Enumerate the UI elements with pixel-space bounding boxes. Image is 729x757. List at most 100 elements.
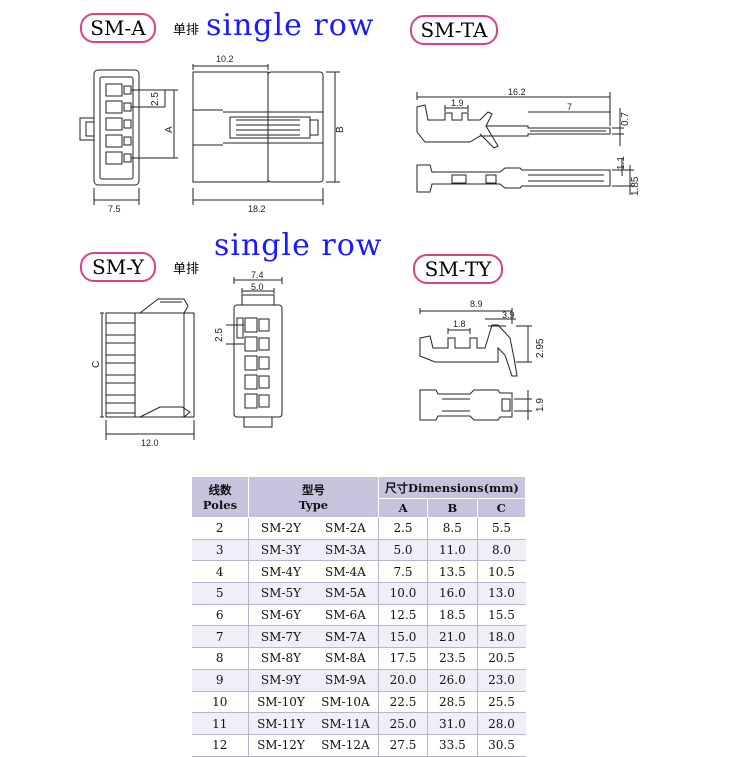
table-cell-a-type: SM-8A xyxy=(312,647,379,670)
dim-smty-18: 1.8 xyxy=(453,319,466,329)
col-b-header: B xyxy=(427,498,478,518)
table-cell-b: 8.5 xyxy=(427,517,478,540)
table-cell-poles: 3 xyxy=(191,539,249,562)
dim-sma-pitch: 2.5 xyxy=(150,92,161,106)
col-type-header: 型号 Type xyxy=(248,476,379,518)
sm-y-label: SM-Y xyxy=(80,252,156,282)
table-cell-a: 27.5 xyxy=(378,734,429,757)
table-cell-b: 28.5 xyxy=(427,691,478,714)
table-cell-a: 7.5 xyxy=(378,560,429,584)
table-cell-poles: 12 xyxy=(191,734,249,757)
table-cell-c: 5.5 xyxy=(477,517,526,540)
table-cell-poles: 5 xyxy=(191,582,249,605)
table-cell-a: 17.5 xyxy=(378,647,429,670)
table-cell-c: 18.0 xyxy=(477,625,526,649)
dim-smy-12: 12.0 xyxy=(141,438,159,448)
table-cell-c: 15.5 xyxy=(477,604,526,627)
table-cell-a-type: SM-10A xyxy=(312,691,379,714)
table-cell-y: SM-4Y xyxy=(248,560,313,584)
sm-ta-label: SM-TA xyxy=(410,15,498,45)
col-poles-header: 线数 Poles xyxy=(191,476,249,518)
dim-smy-25: 2.5 xyxy=(214,328,225,342)
table-cell-b: 31.0 xyxy=(427,712,478,735)
col-c-header: C xyxy=(476,498,526,518)
table-cell-c: 20.5 xyxy=(477,647,526,670)
table-cell-c: 13.0 xyxy=(477,582,526,605)
dim-smta-11: 1.1 xyxy=(616,156,627,170)
dim-smta-7: 7 xyxy=(567,102,572,112)
table-cell-poles: 6 xyxy=(191,604,249,627)
table-cell-y: SM-12Y xyxy=(248,734,313,757)
table-cell-y: SM-10Y xyxy=(248,691,313,714)
table-cell-poles: 8 xyxy=(191,647,249,670)
table-cell-a-type: SM-4A xyxy=(312,560,379,584)
single-row-title-a: single row xyxy=(206,8,375,43)
table-cell-c: 28.0 xyxy=(477,712,526,735)
col-dimensions-header: 尺寸Dimensions(mm) xyxy=(377,476,527,499)
table-cell-a: 5.0 xyxy=(378,539,429,562)
table-cell-a: 10.0 xyxy=(378,582,429,605)
table-cell-y: SM-9Y xyxy=(248,669,313,692)
table-cell-b: 16.0 xyxy=(427,582,478,605)
type-en-header: Type xyxy=(298,498,329,512)
sm-a-side-view xyxy=(192,64,340,205)
table-cell-a-type: SM-9A xyxy=(312,669,379,692)
technical-drawings: 7.5 10.2 2.5 A 18.2 B 16.2 1.9 7 0.7 1.1… xyxy=(79,54,641,448)
table-cell-poles: 2 xyxy=(191,517,249,540)
sm-ty-label: SM-TY xyxy=(413,254,503,284)
sm-ty-terminal xyxy=(419,308,532,421)
table-cell-b: 26.0 xyxy=(427,669,478,692)
dim-smta-07: 0.7 xyxy=(620,112,631,126)
dim-sma-b: B xyxy=(335,126,346,133)
col-a-header: A xyxy=(377,498,429,518)
table-cell-y: SM-5Y xyxy=(248,582,313,605)
poles-en-header: Poles xyxy=(202,498,238,512)
poles-cn-header: 线数 xyxy=(208,483,232,497)
table-cell-a-type: SM-2A xyxy=(312,517,379,540)
type-cn-header: 型号 xyxy=(301,483,325,497)
dim-smy-74: 7.4 xyxy=(251,270,264,280)
table-cell-a: 2.5 xyxy=(378,517,429,540)
table-cell-poles: 9 xyxy=(191,669,249,692)
dim-smy-50: 5.0 xyxy=(251,282,264,292)
table-cell-a-type: SM-6A xyxy=(312,604,379,627)
dim-smty-19: 1.9 xyxy=(535,398,546,412)
table-cell-y: SM-3Y xyxy=(248,539,313,562)
table-cell-c: 25.5 xyxy=(477,691,526,714)
table-cell-y: SM-8Y xyxy=(248,647,313,670)
table-cell-y: SM-6Y xyxy=(248,604,313,627)
table-cell-y: SM-11Y xyxy=(248,712,313,735)
dim-smta-19: 1.9 xyxy=(451,98,464,108)
table-cell-a: 20.0 xyxy=(378,669,429,692)
sm-y-side-view xyxy=(100,298,195,440)
table-cell-a: 15.0 xyxy=(378,625,429,649)
table-cell-b: 13.5 xyxy=(427,560,478,584)
table-cell-a-type: SM-3A xyxy=(312,539,379,562)
dim-sma-top: 10.2 xyxy=(216,54,234,64)
sm-a-label: SM-A xyxy=(80,13,156,43)
sm-ta-terminal xyxy=(416,92,634,195)
table-cell-a-type: SM-12A xyxy=(312,734,379,757)
table-cell-b: 21.0 xyxy=(427,625,478,649)
sm-y-front-view xyxy=(226,277,283,428)
table-cell-a-type: SM-5A xyxy=(312,582,379,605)
dimension-table: 线数 Poles 型号 Type 尺寸Dimensions(mm) A B C … xyxy=(191,476,527,757)
dim-sma-a: A xyxy=(164,126,175,133)
table-cell-a-type: SM-11A xyxy=(312,712,379,735)
dim-sma-width: 7.5 xyxy=(108,204,121,214)
table-cell-b: 33.5 xyxy=(427,734,478,757)
sm-a-front-view xyxy=(79,69,178,205)
dim-smty-295: 2.95 xyxy=(535,338,546,358)
dim-smy-c: C xyxy=(91,361,102,368)
table-cell-a: 22.5 xyxy=(378,691,429,714)
table-cell-poles: 7 xyxy=(191,625,249,649)
single-row-title-y: single row xyxy=(214,228,383,263)
table-cell-b: 11.0 xyxy=(427,539,478,562)
